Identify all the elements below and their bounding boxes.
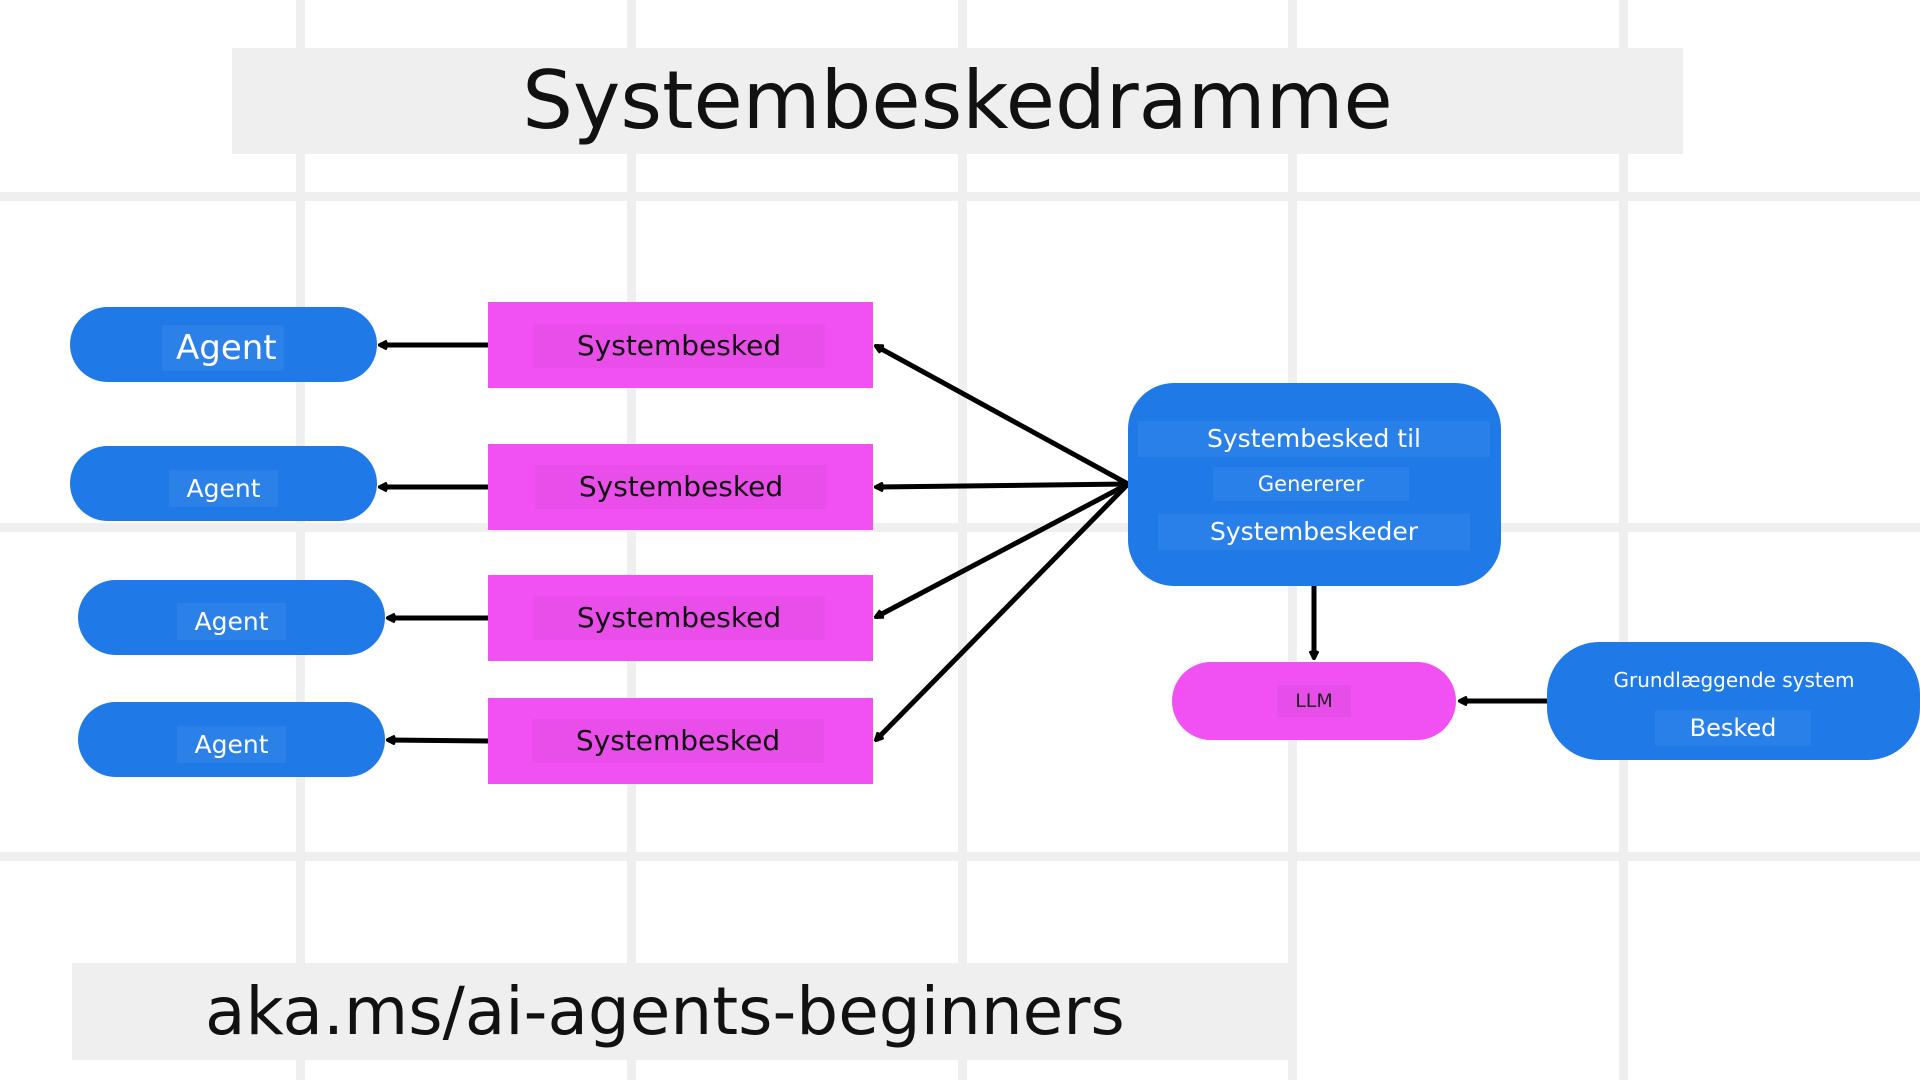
llm-node: [1172, 662, 1456, 740]
system-message-node-3: [488, 575, 873, 661]
system-message-label-1: Systembesked: [533, 324, 825, 368]
arrow-gen-to-msg4: [876, 482, 1130, 740]
agent-node-1: [70, 307, 377, 382]
generator-node: [1128, 383, 1501, 586]
grid-line: [0, 523, 1920, 532]
base-message-line-2: Besked: [1655, 710, 1811, 746]
system-message-label-3: Systembesked: [533, 596, 825, 640]
generator-line-2: Genererer: [1213, 467, 1409, 501]
agent-label-3: Agent: [177, 603, 286, 640]
base-message-line-1: Grundlæggende system: [1613, 668, 1855, 692]
arrow-gen-to-msg2: [876, 481, 1129, 487]
agent-node-3: [78, 580, 385, 655]
generator-line-1: Systembesked til: [1138, 421, 1490, 457]
system-message-node-2: [488, 444, 873, 530]
footer-url: aka.ms/ai-agents-beginners: [205, 973, 1125, 1050]
agent-label-1: Agent: [162, 325, 284, 371]
agent-label-4: Agent: [177, 726, 286, 763]
arrow-gen-to-msg3: [876, 481, 1130, 620]
page-title: Systembeskedramme: [522, 54, 1393, 147]
system-message-node-1: [488, 302, 873, 388]
arrow-msg4-to-agent4: [388, 740, 489, 741]
footer-band: [72, 963, 1290, 1060]
system-message-node-4: [488, 698, 873, 784]
system-message-label-4: Systembesked: [532, 719, 824, 763]
title-band: [232, 48, 1683, 154]
grid-line: [1619, 0, 1628, 1080]
grid-line: [0, 852, 1920, 861]
agent-label-2: Agent: [169, 470, 278, 507]
grid-line: [958, 0, 967, 1080]
base-system-message-node: [1547, 642, 1920, 760]
llm-label: LLM: [1277, 685, 1351, 717]
grid-line: [296, 0, 305, 1080]
arrow-gen-to-msg1: [876, 343, 1130, 487]
grid-line: [0, 192, 1920, 201]
agent-node-4: [78, 702, 385, 777]
system-message-label-2: Systembesked: [535, 465, 827, 509]
grid-line: [627, 0, 636, 1080]
agent-node-2: [70, 446, 377, 521]
generator-line-3: Systembeskeder: [1158, 514, 1470, 550]
